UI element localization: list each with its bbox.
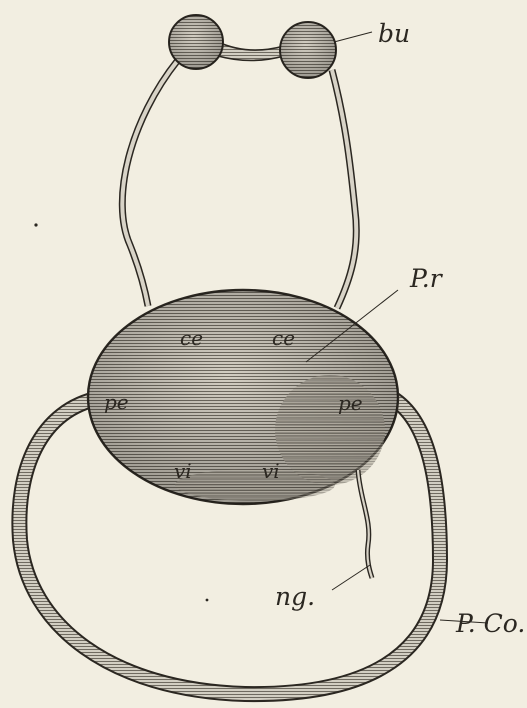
- label-ce-right: ce: [272, 326, 295, 350]
- label-pr: P.r: [409, 264, 444, 293]
- buccal-connective-left: [122, 60, 178, 306]
- label-vi-left: vi: [174, 459, 192, 483]
- label-vi-right: vi: [262, 459, 280, 483]
- label-pe-left: pe: [104, 390, 129, 414]
- leader-ng: [332, 565, 370, 590]
- speck: [206, 599, 209, 602]
- label-ng: ng.: [275, 582, 315, 611]
- buccal-bridge: [218, 42, 284, 61]
- label-pco: P. Co.: [455, 609, 525, 638]
- leader-bu: [334, 32, 372, 42]
- ganglion-shadow: [275, 375, 385, 485]
- speck: [34, 223, 37, 226]
- label-pe-right: pe: [338, 391, 363, 415]
- label-bu: bu: [378, 19, 410, 48]
- label-ce-left: ce: [180, 326, 203, 350]
